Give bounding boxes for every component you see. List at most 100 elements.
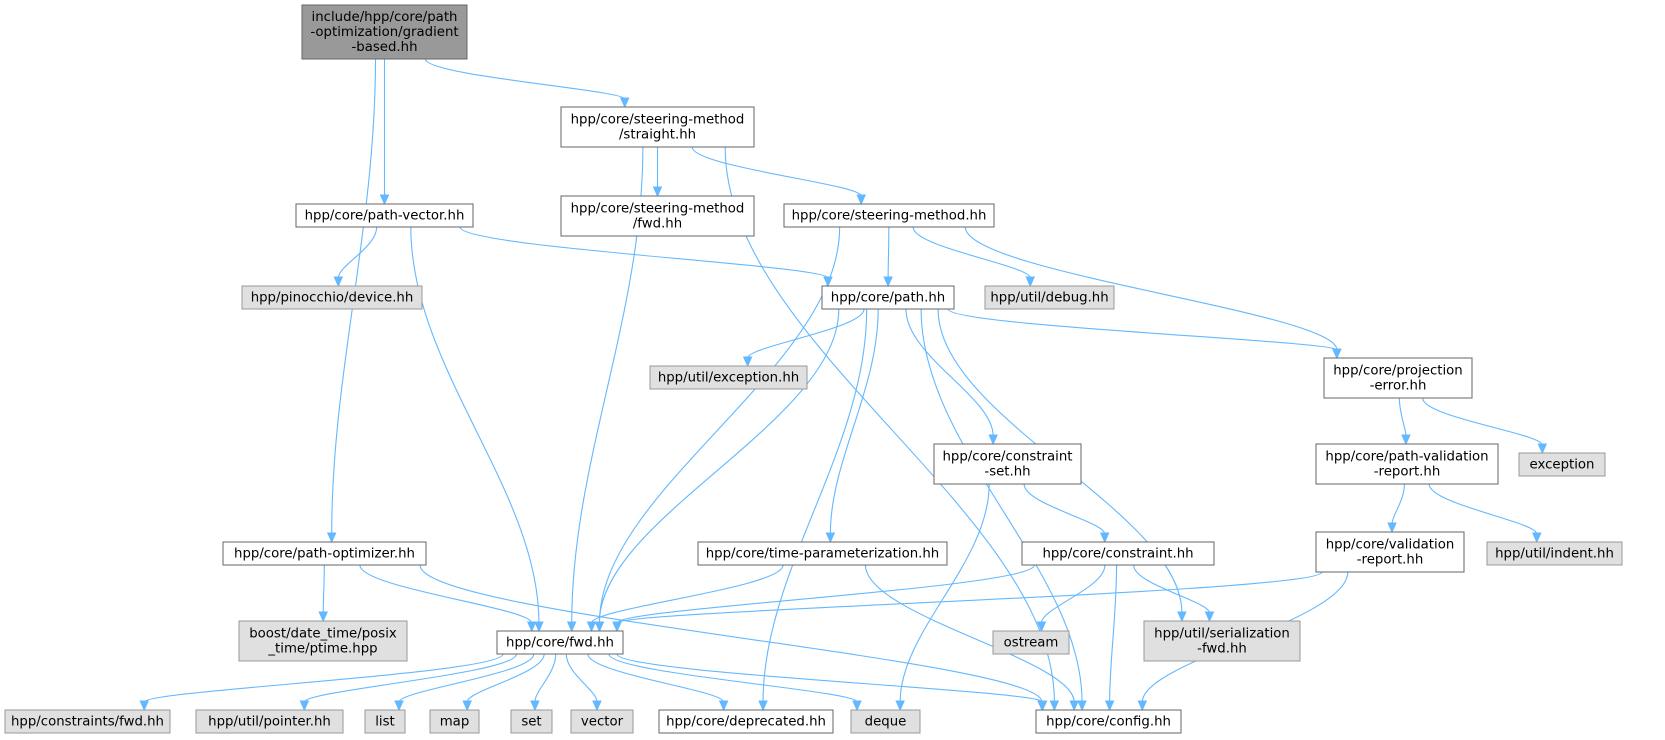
node-exception[interactable]: exception xyxy=(1518,452,1606,477)
arrowhead-val_report-to-config xyxy=(1137,700,1148,712)
node-sm_fwd[interactable]: hpp/core/steering-method/fwd.hh xyxy=(560,195,755,237)
node-box-path[interactable] xyxy=(821,285,955,310)
node-box-vector[interactable] xyxy=(570,709,634,734)
node-box-deprecated[interactable] xyxy=(658,709,834,734)
node-label-sm_fwd-line-0: hpp/core/steering-method xyxy=(571,202,745,217)
arrowhead-path_vector-to-pin_device xyxy=(333,276,344,288)
node-label-util_pointer-line-0: hpp/util/pointer.hh xyxy=(208,715,331,730)
node-label-deprecated-line-0: hpp/core/deprecated.hh xyxy=(666,715,826,730)
arrowhead-path_optimizer-to-boost_ptime xyxy=(318,611,328,623)
node-steering_method[interactable]: hpp/core/steering-method.hh xyxy=(783,203,995,228)
node-time_param[interactable]: hpp/core/time-parameterization.hh xyxy=(697,541,948,566)
node-box-steering_method[interactable] xyxy=(783,203,995,228)
node-box-path_optimizer[interactable] xyxy=(222,541,427,566)
node-path[interactable]: hpp/core/path.hh xyxy=(821,285,955,310)
node-serialization_fwd[interactable]: hpp/util/serialization-fwd.hh xyxy=(1143,620,1301,662)
node-box-util_exception[interactable] xyxy=(649,365,808,390)
node-set[interactable]: set xyxy=(510,709,553,734)
arrowhead-time_param-to-config xyxy=(1069,700,1079,712)
arrowhead-constraint-to-fwd xyxy=(612,621,622,633)
edge-time_param-to-fwd xyxy=(590,564,784,624)
arrowhead-time_param-to-fwd xyxy=(586,621,597,633)
node-proj_error[interactable]: hpp/core/projection-error.hh xyxy=(1323,357,1473,399)
node-box-boost_ptime[interactable] xyxy=(238,620,408,662)
arrowhead-straight-to-steering_method xyxy=(856,194,866,206)
node-box-root[interactable] xyxy=(301,4,468,60)
node-util_indent[interactable]: hpp/util/indent.hh xyxy=(1486,541,1623,566)
node-label-root-line-2: -based.hh xyxy=(351,40,417,55)
node-fwd[interactable]: hpp/core/fwd.hh xyxy=(496,630,624,655)
node-box-exception[interactable] xyxy=(1518,452,1606,477)
node-path_vector[interactable]: hpp/core/path-vector.hh xyxy=(295,203,474,228)
node-label-boost_ptime-line-0: boost/date_time/posix xyxy=(249,627,397,642)
node-box-config[interactable] xyxy=(1035,709,1182,734)
node-util_debug[interactable]: hpp/util/debug.hh xyxy=(984,285,1115,310)
node-box-map[interactable] xyxy=(429,709,480,734)
node-label-sm_fwd-line-1: /fwd.hh xyxy=(633,217,682,232)
node-deprecated[interactable]: hpp/core/deprecated.hh xyxy=(658,709,834,734)
node-box-fwd[interactable] xyxy=(496,630,624,655)
node-label-pv_report-line-0: hpp/core/path-validation xyxy=(1325,450,1488,465)
node-box-deque[interactable] xyxy=(850,709,921,734)
node-box-list[interactable] xyxy=(364,709,406,734)
node-box-straight[interactable] xyxy=(560,106,755,148)
node-box-util_pointer[interactable] xyxy=(195,709,344,734)
node-map[interactable]: map xyxy=(429,709,480,734)
edge-fwd-to-util_pointer xyxy=(303,653,517,703)
edges-layer xyxy=(139,58,1548,712)
node-box-proj_error[interactable] xyxy=(1323,357,1473,399)
node-box-pv_report[interactable] xyxy=(1315,443,1499,485)
node-box-constraints_fwd[interactable] xyxy=(4,709,171,734)
node-straight[interactable]: hpp/core/steering-method/straight.hh xyxy=(560,106,755,148)
node-label-constraint_set-line-1: -set.hh xyxy=(984,465,1030,480)
arrowhead-constraint-to-config xyxy=(1104,700,1115,712)
node-box-constraint[interactable] xyxy=(1021,541,1215,566)
node-pin_device[interactable]: hpp/pinocchio/device.hh xyxy=(241,285,423,310)
node-boost_ptime[interactable]: boost/date_time/posix_time/ptime.hpp xyxy=(238,620,408,662)
node-box-pin_device[interactable] xyxy=(241,285,423,310)
arrowhead-proj_error-to-exception xyxy=(1537,443,1548,455)
node-box-serialization_fwd[interactable] xyxy=(1143,620,1301,662)
node-box-set[interactable] xyxy=(510,709,553,734)
node-box-time_param[interactable] xyxy=(697,541,948,566)
node-list[interactable]: list xyxy=(364,709,406,734)
node-box-val_report[interactable] xyxy=(1315,531,1465,573)
arrowhead-path-to-proj_error xyxy=(1331,348,1342,360)
arrowhead-pv_report-to-util_indent xyxy=(1532,532,1542,544)
node-config[interactable]: hpp/core/config.hh xyxy=(1035,709,1182,734)
edge-path_optimizer-to-fwd xyxy=(359,564,533,624)
node-constraints_fwd[interactable]: hpp/constraints/fwd.hh xyxy=(4,709,171,734)
edge-straight-to-steering_method xyxy=(691,146,862,197)
node-val_report[interactable]: hpp/core/validation-report.hh xyxy=(1315,531,1465,573)
node-path_optimizer[interactable]: hpp/core/path-optimizer.hh xyxy=(222,541,427,566)
edge-constraint_set-to-deque xyxy=(899,483,990,703)
node-root[interactable]: include/hpp/core/path-optimization/gradi… xyxy=(301,4,468,60)
node-label-path_optimizer-line-0: hpp/core/path-optimizer.hh xyxy=(234,547,415,562)
edge-steering_method-to-path xyxy=(887,226,890,279)
node-vector[interactable]: vector xyxy=(570,709,634,734)
node-box-ostream[interactable] xyxy=(992,630,1070,655)
node-util_exception[interactable]: hpp/util/exception.hh xyxy=(649,365,808,390)
node-box-sm_fwd[interactable] xyxy=(560,195,755,237)
node-deque[interactable]: deque xyxy=(850,709,921,734)
node-constraint[interactable]: hpp/core/constraint.hh xyxy=(1021,541,1215,566)
node-pv_report[interactable]: hpp/core/path-validation-report.hh xyxy=(1315,443,1499,485)
arrowhead-steering_method-to-path xyxy=(883,276,893,288)
edge-path_optimizer-to-boost_ptime xyxy=(322,564,325,614)
node-label-time_param-line-0: hpp/core/time-parameterization.hh xyxy=(706,547,939,562)
node-label-constraints_fwd-line-0: hpp/constraints/fwd.hh xyxy=(11,715,164,730)
arrowhead-proj_error-to-pv_report xyxy=(1401,434,1411,446)
node-box-util_debug[interactable] xyxy=(984,285,1115,310)
arrowhead-fwd-to-deque xyxy=(852,700,862,712)
edge-path-to-constraint_set xyxy=(905,308,994,437)
arrowhead-constraint_set-to-deque xyxy=(895,700,905,712)
node-util_pointer[interactable]: hpp/util/pointer.hh xyxy=(195,709,344,734)
node-box-util_indent[interactable] xyxy=(1486,541,1623,566)
node-label-serialization_fwd-line-1: -fwd.hh xyxy=(1197,642,1247,657)
node-box-path_vector[interactable] xyxy=(295,203,474,228)
edge-constraint-to-fwd xyxy=(616,564,1035,624)
node-constraint_set[interactable]: hpp/core/constraint-set.hh xyxy=(933,443,1082,485)
node-label-set-line-0: set xyxy=(521,715,541,730)
node-box-constraint_set[interactable] xyxy=(933,443,1082,485)
node-ostream[interactable]: ostream xyxy=(992,630,1070,655)
